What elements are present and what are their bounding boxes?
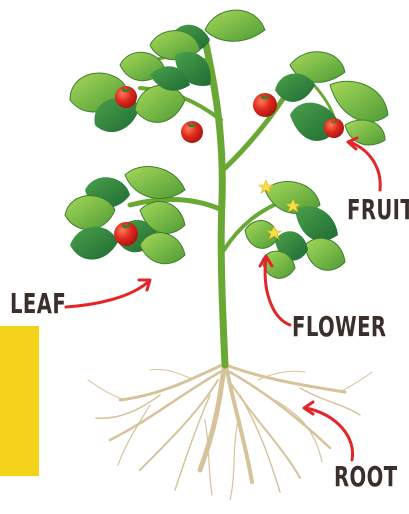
label-root: ROOT xyxy=(334,463,397,491)
arrow-leaf xyxy=(66,280,150,307)
label-flower: FLOWER xyxy=(292,313,386,341)
tomato xyxy=(115,86,137,108)
tomato xyxy=(324,118,344,138)
tomato xyxy=(253,93,277,117)
tomato xyxy=(181,121,203,143)
yellow-accent-block xyxy=(0,326,39,476)
roots xyxy=(88,360,372,500)
arrow-fruit xyxy=(348,138,380,190)
tomato xyxy=(114,222,138,246)
label-leaf: LEAF xyxy=(10,290,66,318)
leaf-cluster-top xyxy=(120,10,265,86)
label-fruit: FRUIT xyxy=(347,196,409,224)
leaf-cluster-middle-left xyxy=(65,167,185,264)
